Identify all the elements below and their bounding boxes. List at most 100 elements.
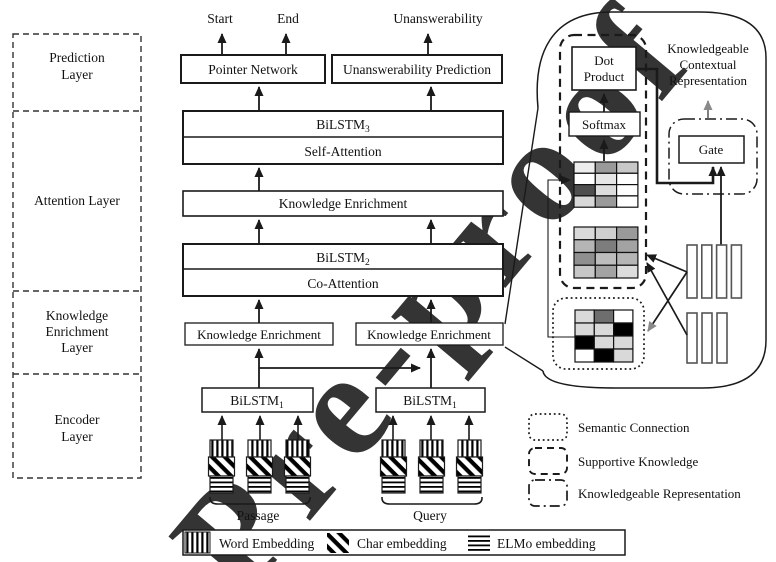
matrix-cell	[574, 309, 595, 324]
vector-matrix-arrows	[646, 254, 688, 336]
matrix-cell	[612, 322, 634, 337]
vector-bar	[686, 244, 698, 299]
semantic-to-attention-connector	[547, 175, 575, 338]
query-embedding-stack	[417, 439, 446, 494]
input-braces	[209, 497, 483, 505]
pointer-network-label: Pointer Network	[208, 62, 298, 77]
svg-text:Enrichment: Enrichment	[46, 324, 109, 339]
pointer-network-box	[180, 54, 326, 84]
attention-weight-matrix	[573, 161, 639, 208]
knowledge-enrichment-query-box	[355, 322, 504, 346]
elmo-embedding-label: ELMo embedding	[497, 536, 596, 551]
bilstm2-co-attention-box	[182, 243, 504, 297]
supportive-knowledge-label: Supportive Knowledge	[578, 454, 698, 469]
knowledge-vector-group	[686, 312, 728, 364]
matrix-cell	[612, 348, 634, 363]
callout-line-upper	[504, 107, 539, 325]
knowledge-enrichment-layer-label: Knowledge	[46, 308, 108, 323]
softmax-label: Softmax	[582, 117, 627, 132]
matrix-cell	[574, 348, 595, 363]
bilstm1-query-box	[375, 387, 486, 413]
self-attention-label: Self-Attention	[304, 144, 381, 159]
semantic-connection-swatch	[528, 413, 568, 441]
layer-panel	[12, 33, 142, 479]
dot-product-to-gate-line	[636, 67, 718, 185]
matrix-cell	[594, 251, 618, 266]
vector-bar	[715, 244, 728, 299]
bilstm1-query-label: BiLSTM1	[403, 393, 457, 411]
pipeline-box-labels: Pointer Network Unanswerability Predicti…	[197, 62, 491, 411]
vector-bar	[716, 312, 728, 364]
matrix-cell	[593, 322, 615, 337]
matrix-cell	[593, 335, 615, 350]
start-label: Start	[207, 11, 233, 26]
matrix-cell	[573, 184, 596, 197]
char-embedding-label: Char embedding	[357, 536, 447, 551]
knowledgeable-representation-label: Knowledgeable Representation	[578, 486, 741, 501]
co-attention-label: Co-Attention	[307, 276, 378, 291]
matrix-cell	[615, 264, 639, 279]
matrix-cell	[573, 251, 596, 266]
matrix-cell	[594, 184, 618, 197]
callout-line-lower	[504, 346, 544, 372]
knowledgeable-representation-swatch	[528, 479, 568, 507]
query-label: Query	[413, 508, 447, 523]
knowledge-enrichment-passage-label: Knowledge Enrichment	[197, 327, 321, 342]
bilstm1-passage-label: BiLSTM1	[230, 393, 284, 411]
elmo-embedding-swatch	[468, 534, 490, 552]
encoder-layer-label: Encoder	[55, 412, 100, 427]
bilstm2-label: BiLSTM2	[316, 250, 370, 268]
matrix-cell	[594, 172, 618, 186]
knowledge-enrichment-box	[182, 190, 504, 217]
word-embedding-swatch	[184, 531, 211, 554]
supportive-knowledge-swatch	[528, 447, 568, 475]
matrix-cell	[573, 264, 596, 279]
svg-text:Contextual: Contextual	[679, 57, 736, 72]
svg-text:Product: Product	[584, 69, 625, 84]
vector-bar	[730, 244, 743, 299]
pipeline-arrows	[217, 33, 436, 388]
softmax-box	[568, 111, 641, 137]
pipeline-boxes	[180, 54, 504, 413]
passage-brace	[209, 497, 311, 505]
matrix-cell	[573, 226, 596, 241]
vector-bar	[700, 244, 713, 299]
attention-layer-label: Attention Layer	[34, 193, 120, 208]
passage-embedding-stack	[207, 439, 236, 494]
matrix-cell	[615, 161, 639, 174]
query-embedding-stack	[379, 439, 408, 494]
matrix-cell	[573, 195, 596, 208]
matrix-cell	[573, 239, 596, 254]
layer-panel-border	[12, 33, 142, 479]
char-embedding-swatch	[327, 533, 349, 553]
dot-product-box	[571, 46, 637, 91]
matrix-cell	[594, 226, 618, 241]
dot-product-label: Dot	[594, 53, 614, 68]
style-legend: Semantic Connection Supportive Knowledge…	[528, 413, 741, 507]
detail-panel-outline	[536, 11, 767, 389]
embedding-legend: Word Embedding Char embedding ELMo embed…	[182, 529, 626, 556]
matrix-cell	[574, 322, 595, 337]
matrix-cell	[574, 335, 595, 350]
unanswerability-prediction-label: Unanswerability Prediction	[343, 62, 491, 77]
matrix-cell	[615, 251, 639, 266]
matrix-cell	[594, 264, 618, 279]
svg-text:Representation: Representation	[669, 73, 747, 88]
matrix-cell	[612, 335, 634, 350]
matrix-cell	[594, 239, 618, 254]
supportive-knowledge-container	[558, 33, 648, 290]
knowledge-enrichment-passage-box	[184, 322, 334, 346]
vector-bar	[701, 312, 713, 364]
knowledgeable-representation-container	[668, 118, 758, 195]
svg-text:Layer: Layer	[61, 340, 93, 355]
matrix-cell	[594, 195, 618, 208]
prediction-layer-label: Prediction	[49, 50, 105, 65]
passage-embedding-stack	[283, 439, 312, 494]
layer-labels: Prediction Layer Attention Layer Knowled…	[34, 50, 120, 444]
matrix-cell	[593, 309, 615, 324]
embedding-legend-box	[182, 529, 626, 556]
knowledge-enrichment-label: Knowledge Enrichment	[279, 196, 408, 211]
word-embedding-label: Word Embedding	[219, 536, 315, 551]
knowledge-matrix	[573, 226, 639, 279]
